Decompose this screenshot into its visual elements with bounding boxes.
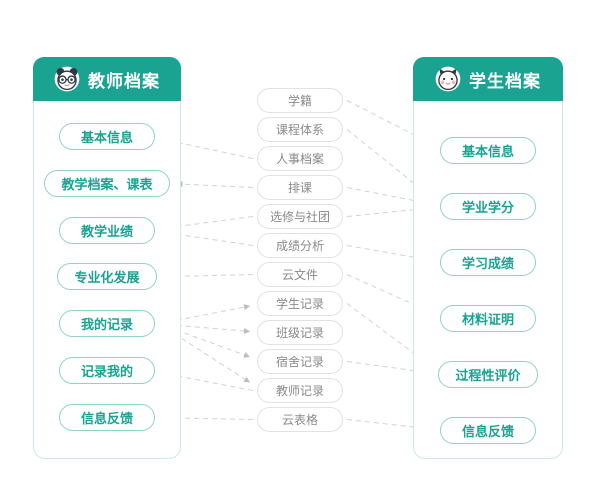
- module-flow-column: 学籍课程体系人事档案排课选修与社团成绩分析云文件学生记录班级记录宿舍记录教师记录…: [255, 88, 345, 432]
- module-flow-item: 教师记录: [257, 378, 343, 403]
- teacher-panel-items: 基本信息教学档案、课表教学业绩专业化发展我的记录记录我的信息反馈: [34, 101, 180, 458]
- student-panel-item: 学业学分: [440, 193, 536, 220]
- module-flow-item: 成绩分析: [257, 233, 343, 258]
- student-panel-item: 基本信息: [440, 137, 536, 164]
- teacher-panel: 教师档案 基本信息教学档案、课表教学业绩专业化发展我的记录记录我的信息反馈: [33, 57, 181, 459]
- student-mascot-icon: [435, 66, 461, 92]
- module-flow-item: 选修与社团: [257, 204, 343, 229]
- student-panel-header: 学生档案: [413, 57, 563, 101]
- module-flow-item: 学生记录: [257, 291, 343, 316]
- student-panel-item: 材料证明: [440, 305, 536, 332]
- teacher-panel-item: 专业化发展: [57, 263, 157, 291]
- module-flow-item: 宿舍记录: [257, 349, 343, 374]
- student-panel-title: 学生档案: [469, 71, 541, 92]
- teacher-panel-item: 教学档案、课表: [44, 169, 170, 197]
- module-flow-item: 排课: [257, 175, 343, 200]
- module-flow-item: 人事档案: [257, 146, 343, 171]
- module-flow-item: 学籍: [257, 88, 343, 113]
- student-panel-item: 过程性评价: [438, 361, 538, 388]
- student-panel-item: 信息反馈: [440, 417, 536, 444]
- module-flow-item: 班级记录: [257, 320, 343, 345]
- teacher-panel-item: 信息反馈: [59, 403, 155, 431]
- module-flow-item: 云文件: [257, 262, 343, 287]
- teacher-panel-item: 基本信息: [59, 123, 155, 150]
- teacher-panel-item: 我的记录: [59, 310, 155, 338]
- teacher-panel-title: 教师档案: [88, 71, 160, 92]
- teacher-mascot-icon: [54, 66, 80, 92]
- student-panel-items: 基本信息学业学分学习成绩材料证明过程性评价信息反馈: [414, 101, 562, 458]
- teacher-panel-header: 教师档案: [33, 57, 181, 101]
- teacher-panel-item: 记录我的: [59, 357, 155, 385]
- module-flow-item: 课程体系: [257, 117, 343, 142]
- teacher-panel-item: 教学业绩: [59, 216, 155, 244]
- flow-connector: [176, 181, 254, 188]
- student-panel: 学生档案 基本信息学业学分学习成绩材料证明过程性评价信息反馈: [413, 57, 563, 459]
- student-panel-item: 学习成绩: [440, 249, 536, 276]
- module-flow-item: 云表格: [257, 407, 343, 432]
